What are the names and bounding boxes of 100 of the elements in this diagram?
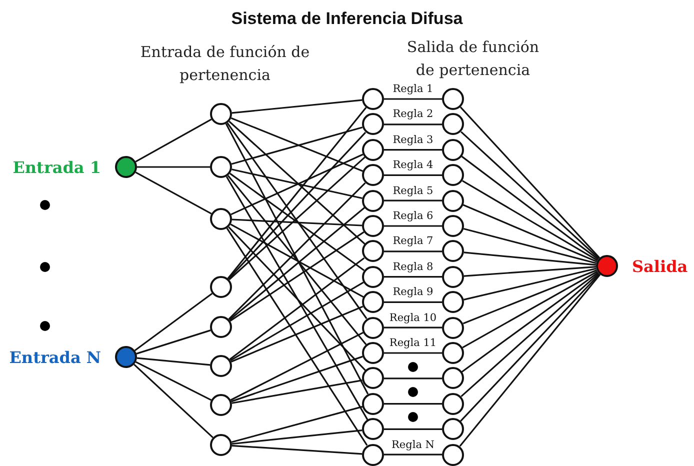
connector-line — [230, 117, 364, 172]
rule-circle — [362, 138, 384, 161]
connector-line — [231, 356, 363, 402]
edge-label: Regla 11 — [388, 337, 438, 350]
connector-line — [227, 175, 367, 345]
rule-circle — [362, 266, 384, 288]
connector-line — [232, 430, 362, 445]
membership-circle — [442, 113, 464, 136]
connector-line — [384, 276, 442, 278]
connector-line — [384, 174, 442, 176]
rule-circle — [362, 418, 384, 440]
connector-line — [137, 166, 210, 168]
output-label: Salida — [632, 256, 688, 276]
connector-line — [232, 99, 362, 114]
edge-label: Regla N — [390, 438, 436, 452]
membership-circle — [442, 190, 464, 212]
rule-circle — [362, 392, 384, 415]
connector-line — [229, 257, 365, 360]
membership-circle — [210, 156, 232, 178]
membership-circle — [442, 88, 464, 110]
connector-line — [461, 272, 599, 373]
membership-circle — [210, 276, 232, 298]
connector-line — [384, 250, 442, 252]
connector-line — [136, 357, 210, 366]
connector-line — [384, 428, 442, 430]
connector-line — [460, 131, 600, 260]
edge-label: Regla 6 — [392, 210, 434, 223]
edge-label: Regla 1 — [392, 83, 434, 96]
connector-line — [230, 282, 364, 362]
connector-line — [228, 132, 366, 280]
rule-circle — [362, 367, 384, 390]
rule-circle — [362, 113, 384, 136]
column-heading: Salida de función de pertenencia — [406, 37, 540, 81]
rule-circle — [362, 444, 384, 466]
connector-line — [228, 156, 366, 280]
connector-line — [135, 172, 212, 214]
connector-line — [462, 269, 598, 324]
connector-line — [384, 454, 442, 456]
connector-line — [384, 378, 442, 380]
membership-circle — [210, 434, 232, 456]
connector-line — [227, 107, 367, 279]
rule-circle — [362, 316, 384, 339]
connector-line — [462, 180, 598, 262]
connector-line — [135, 361, 212, 401]
edge-label: Regla 5 — [392, 184, 434, 198]
connector-line — [384, 124, 442, 126]
edge-label: Regla 7 — [392, 235, 434, 248]
rule-circle — [362, 240, 384, 262]
edge-label: Regla 3 — [392, 134, 434, 147]
connector-line — [232, 444, 362, 455]
rule-circle — [362, 342, 384, 364]
connector-line — [232, 168, 362, 199]
membership-circle — [210, 103, 232, 125]
membership-circle — [442, 342, 464, 364]
connector-line — [228, 226, 366, 371]
membership-circle — [442, 164, 464, 186]
connector-line — [230, 154, 364, 216]
connector-line — [134, 292, 213, 352]
connector-line — [228, 182, 366, 320]
membership-circle — [210, 208, 232, 230]
edge-label: Regla 2 — [392, 108, 434, 122]
rule-circle — [362, 164, 384, 186]
connector-line — [231, 126, 363, 165]
connector-line — [384, 352, 442, 354]
diagram-title: Sistema de Inferencia Difusa — [230, 9, 464, 29]
connector-line — [460, 272, 600, 398]
membership-circle — [210, 355, 232, 377]
connector-line — [228, 120, 366, 245]
connector-line — [384, 98, 442, 100]
edge-label: Regla 9 — [392, 286, 434, 300]
column-heading: Entrada de función de pertenencia — [139, 42, 311, 86]
membership-circle — [442, 418, 464, 440]
input-label: Entrada N — [9, 348, 101, 366]
membership-circle — [442, 266, 464, 288]
connector-line — [230, 332, 364, 401]
rule-circle — [362, 190, 384, 212]
rule-circle — [362, 291, 384, 314]
membership-circle — [442, 291, 464, 314]
rule-circle — [362, 215, 384, 237]
connector-line — [464, 252, 596, 266]
membership-circle — [442, 367, 464, 390]
connector-line — [384, 301, 442, 303]
connector-line — [230, 306, 364, 362]
membership-circle — [442, 240, 464, 262]
connector-line — [225, 123, 369, 394]
connector-line — [384, 403, 442, 405]
membership-circle — [442, 316, 464, 339]
connector-line — [460, 106, 600, 258]
connector-line — [228, 207, 366, 321]
membership-circle — [210, 394, 232, 416]
rule-circle — [362, 88, 384, 110]
connector-line — [229, 172, 365, 271]
connector-line — [460, 273, 600, 422]
connector-line — [462, 204, 598, 262]
edge-label: Regla 8 — [392, 260, 434, 274]
connector-line — [462, 270, 598, 348]
connector-line — [384, 326, 442, 328]
membership-circle — [442, 444, 464, 466]
connector-line — [136, 330, 211, 354]
connector-line — [459, 274, 601, 447]
